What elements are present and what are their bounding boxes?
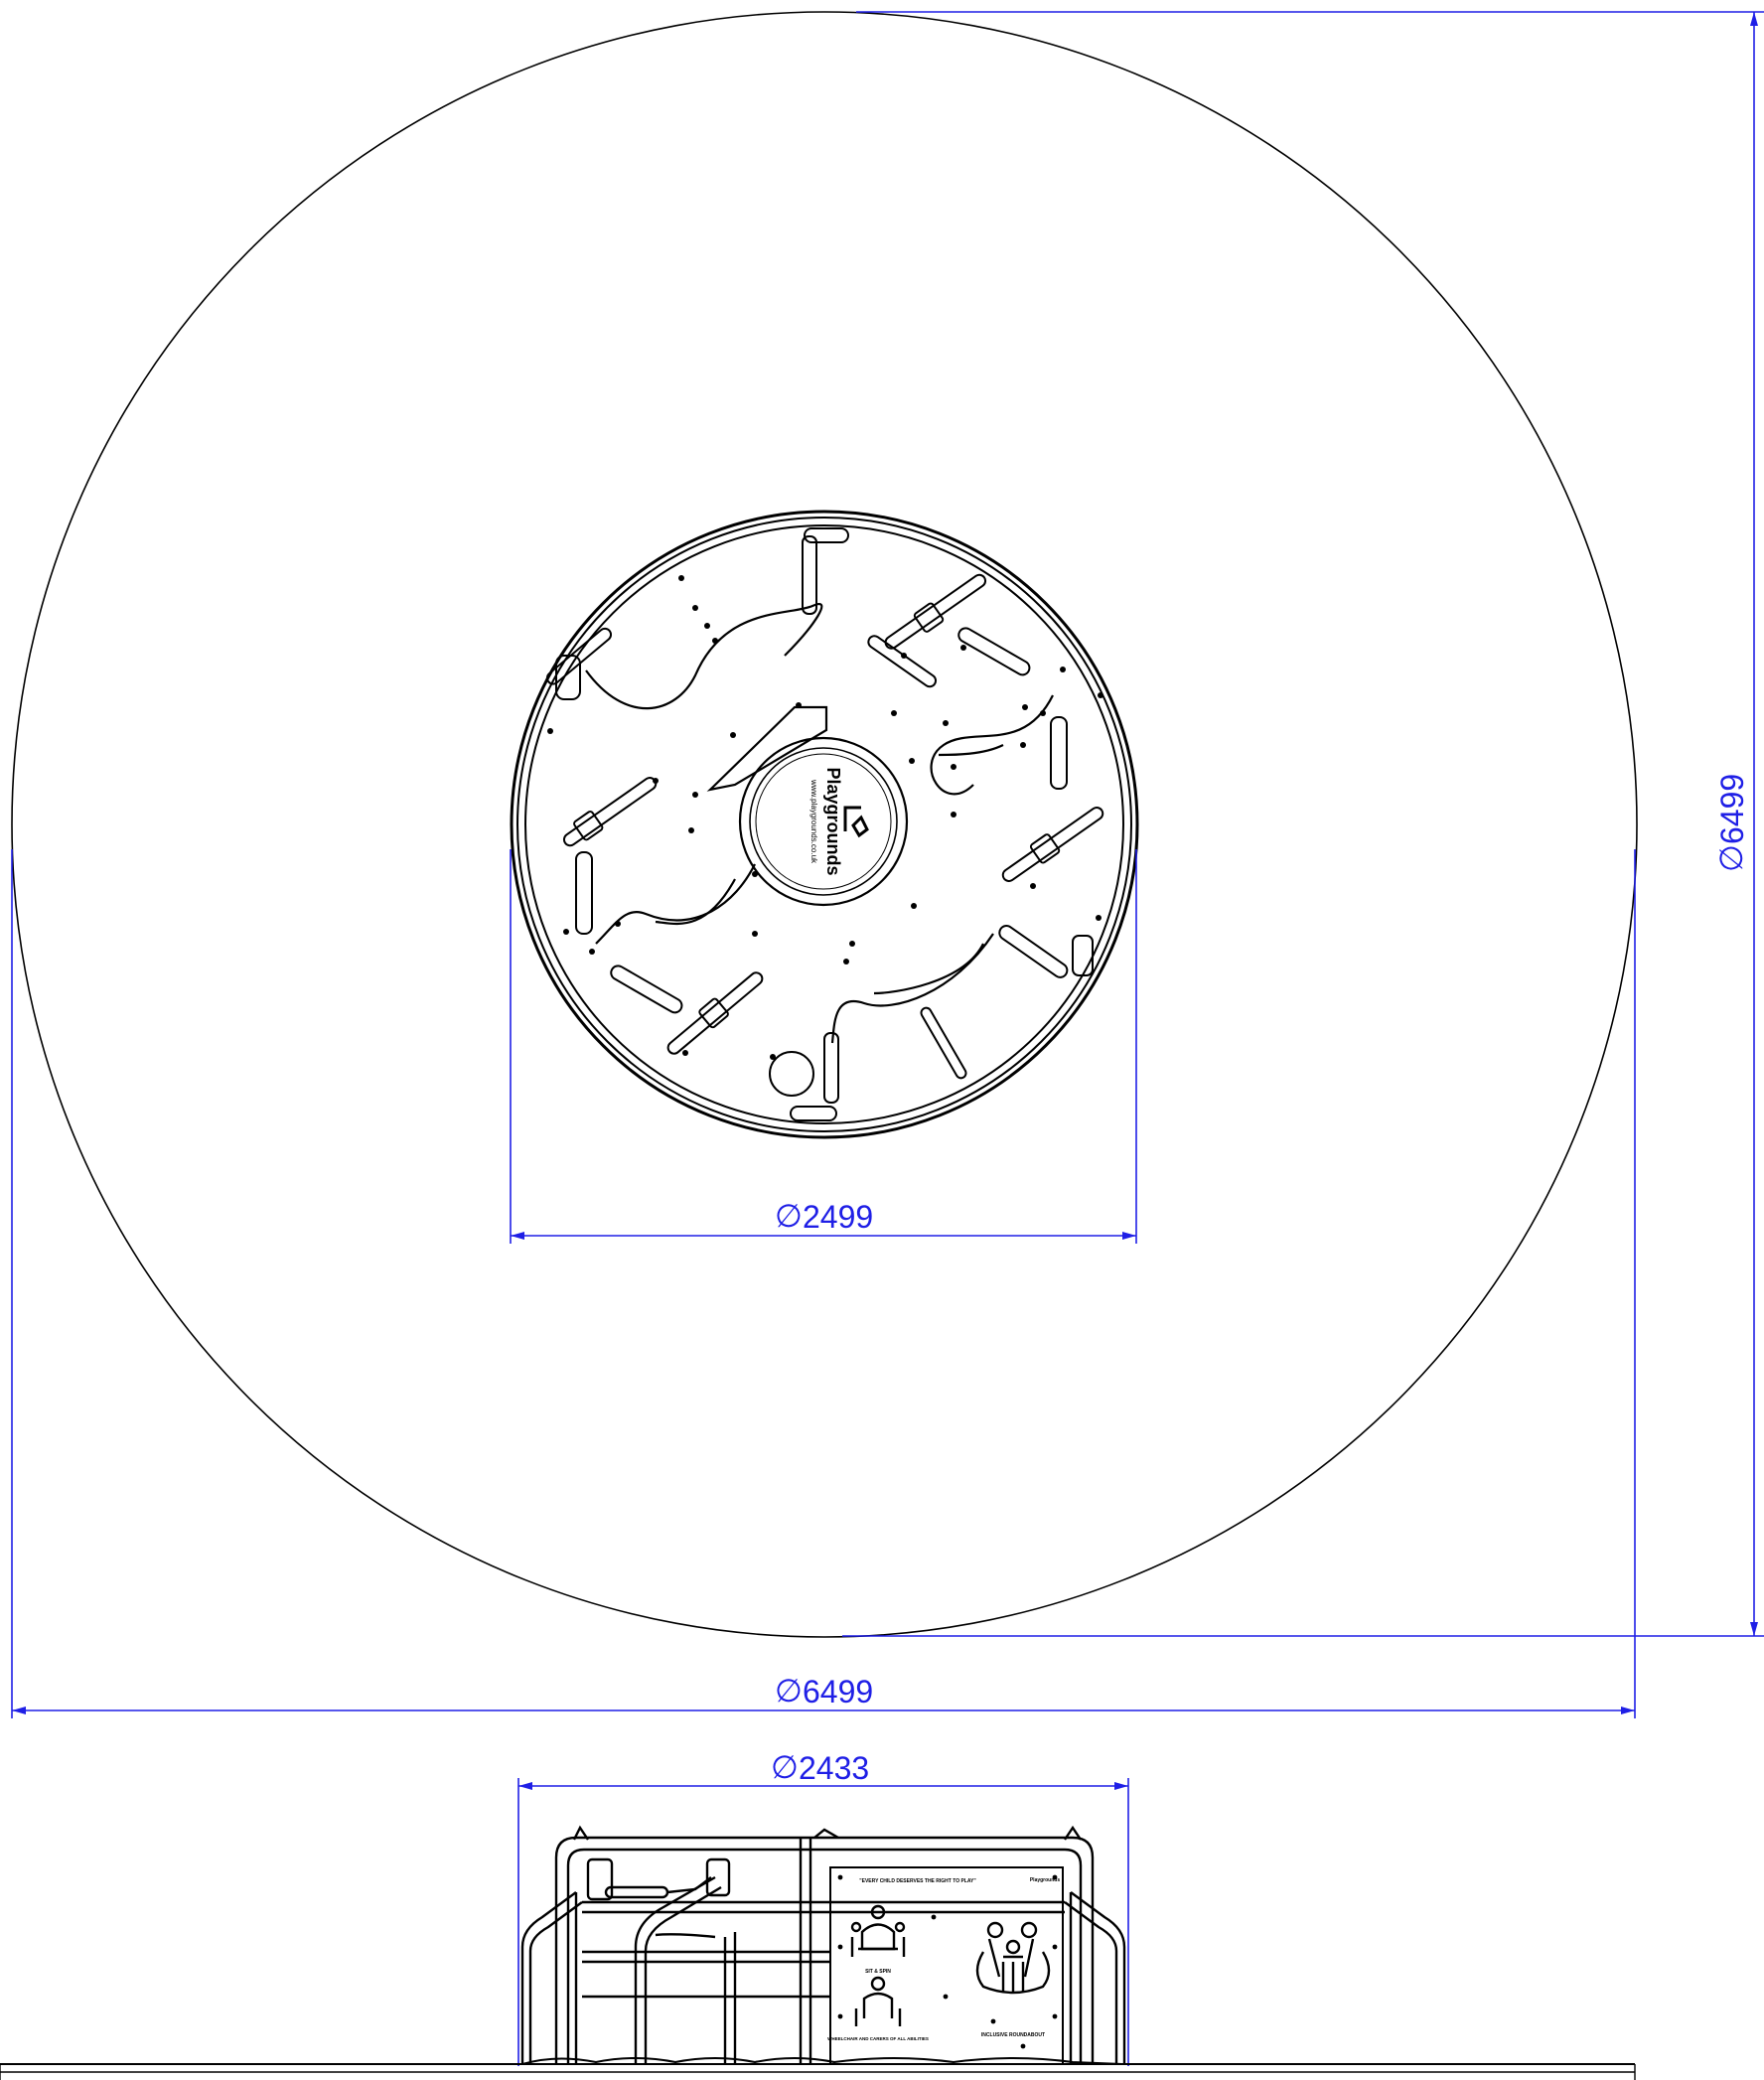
sit-and-spin-pictogram <box>850 1904 906 1957</box>
elevation-width-label: 2433 <box>799 1750 869 1786</box>
safety-zone-vertical-label: 6499 <box>1714 774 1750 844</box>
safety-zone-horizontal-dimension: ∅ 6499 <box>11 849 1636 1718</box>
side-panel: "EVERY CHILD DESERVES THE RIGHT TO PLAY"… <box>827 1866 1064 2065</box>
roundabout-platform <box>510 510 1139 1139</box>
seat-outlines <box>585 603 1054 1044</box>
panel-caption-inclusive: INCLUSIVE ROUNDABOUT <box>981 2032 1045 2038</box>
elevation-width-dimension: ∅ 2433 <box>517 1749 1129 2066</box>
elevation-view: ∅ 2433 <box>0 1749 1636 2080</box>
center-logo-disc: Playgrounds www.playgrounds.co.uk <box>738 736 909 907</box>
safety-zone-circle <box>11 11 1638 1638</box>
logo-figure-icon <box>843 806 869 838</box>
panel-logo-brand: Playgrounds <box>1030 1877 1061 1883</box>
panel-caption-wheelchair: WHEELCHAIR AND CARERS OF ALL ABILITIES <box>827 2036 929 2041</box>
diameter-symbol: ∅ <box>775 1673 803 1709</box>
safety-zone-vertical-dimension: ∅ 6499 <box>842 11 1764 1637</box>
platform-diameter-dimension: ∅ 2499 <box>510 849 1137 1244</box>
platform-diameter-label: 2499 <box>803 1199 873 1235</box>
bolt-dots <box>547 575 1103 1060</box>
safety-zone-horizontal-label: 6499 <box>803 1674 873 1709</box>
logo-brand: Playgrounds <box>823 767 843 875</box>
inclusive-roundabout-pictogram <box>975 1921 1051 1995</box>
elevation-frame <box>520 1825 1126 2064</box>
plan-view: Playgrounds www.playgrounds.co.uk <box>11 11 1764 1718</box>
diameter-symbol: ∅ <box>775 1198 803 1234</box>
logo-url: www.playgrounds.co.uk <box>809 779 818 864</box>
logo: Playgrounds www.playgrounds.co.uk <box>809 767 869 876</box>
diameter-symbol: ∅ <box>1713 844 1749 872</box>
panel-bolts <box>837 1874 1058 2049</box>
panel-slogan: "EVERY CHILD DESERVES THE RIGHT TO PLAY" <box>859 1878 976 1884</box>
panel-caption-sit: SIT & SPIN <box>865 1969 891 1975</box>
diameter-symbol: ∅ <box>771 1749 799 1785</box>
ground-base <box>0 2057 1636 2080</box>
wheelchair-pictogram <box>854 1976 902 2026</box>
